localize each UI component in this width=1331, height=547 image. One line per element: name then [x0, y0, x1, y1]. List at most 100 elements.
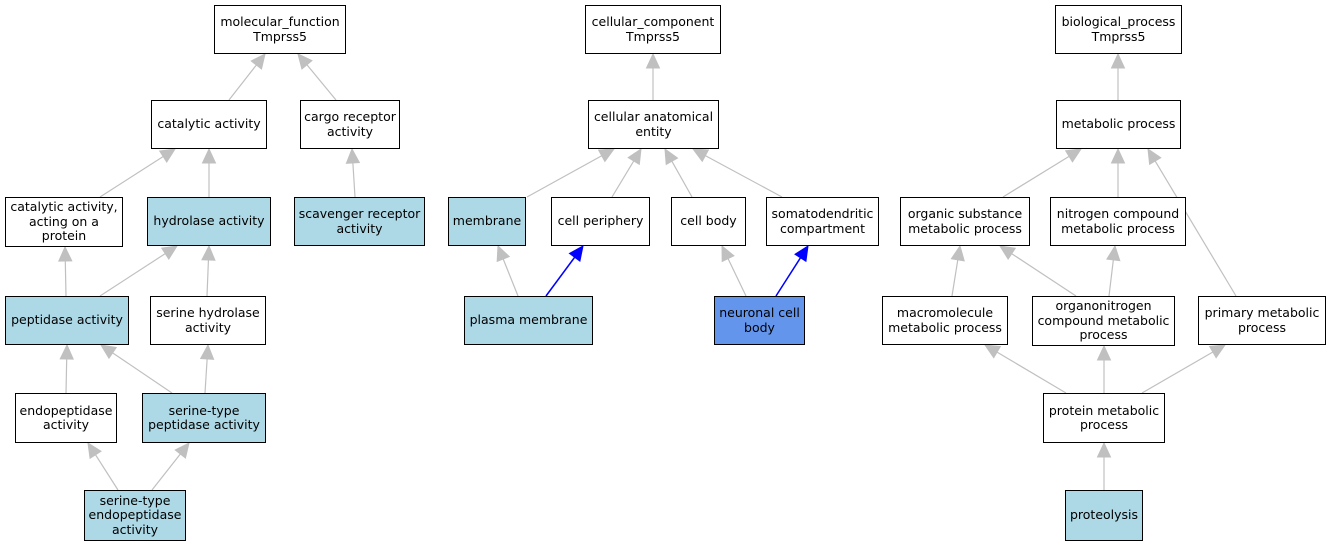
node-label: scavenger receptor activity: [298, 206, 421, 236]
edge-line: [65, 358, 68, 394]
node-label: organonitrogen compound metabolic proces…: [1037, 298, 1170, 343]
edge-arrowhead: [1147, 147, 1162, 166]
node-neuronal-cell-body[interactable]: neuronal cell body: [714, 296, 805, 345]
edge-arrowhead: [999, 245, 1017, 261]
node-label: biological_process Tmprss5: [1061, 14, 1176, 44]
edges-layer: [58, 52, 1237, 491]
node-organonitrogen-compound-metabolic-process[interactable]: organonitrogen compound metabolic proces…: [1032, 296, 1175, 346]
node-label: neuronal cell body: [719, 305, 800, 335]
node-label: cargo receptor activity: [304, 109, 396, 139]
edge: [1110, 147, 1126, 197]
node-hydrolase-activity[interactable]: hydrolase activity: [147, 197, 271, 246]
node-label: endopeptidase activity: [19, 402, 113, 432]
node-metabolic-process[interactable]: metabolic process: [1056, 100, 1181, 149]
edge-line: [95, 454, 119, 491]
node-molecular-function[interactable]: molecular_function Tmprss5: [214, 5, 346, 54]
edge-line: [1002, 155, 1070, 198]
node-cellular-anatomical-entity[interactable]: cellular anatomical entity: [588, 100, 719, 149]
edge: [664, 147, 693, 198]
edge-line: [545, 256, 576, 297]
node-label: metabolic process: [1061, 116, 1176, 132]
node-primary-metabolic-process[interactable]: primary metabolic process: [1198, 296, 1326, 345]
node-cell-body[interactable]: cell body: [671, 197, 746, 246]
node-peptidase-activity[interactable]: peptidase activity: [5, 296, 129, 345]
edge-line: [775, 257, 802, 297]
edge: [496, 244, 519, 297]
edge: [199, 343, 215, 394]
edge: [1096, 344, 1112, 393]
edge-line: [1154, 160, 1237, 297]
edge-arrowhead: [645, 52, 661, 69]
edge-highlighted: [775, 244, 809, 297]
edge-arrowhead: [250, 53, 266, 70]
edge: [950, 244, 965, 297]
node-cargo-receptor-activity[interactable]: cargo receptor activity: [300, 100, 400, 149]
node-label: hydrolase activity: [153, 213, 265, 229]
node-label: membrane: [452, 213, 522, 229]
node-proteolysis[interactable]: proteolysis: [1065, 490, 1143, 541]
node-label: cellular_component Tmprss5: [591, 14, 715, 44]
node-label: catalytic activity: [157, 116, 261, 132]
edge: [201, 147, 217, 197]
node-serine-hydrolase-activity[interactable]: serine hydrolase activity: [150, 296, 266, 345]
edge-line: [1011, 253, 1077, 297]
edge-arrowhead: [568, 245, 584, 262]
edge: [100, 344, 173, 394]
node-protein-metabolic-process[interactable]: protein metabolic process: [1043, 393, 1165, 443]
edge-line: [151, 453, 181, 491]
node-cell-periphery[interactable]: cell periphery: [551, 197, 650, 246]
edge-line: [705, 155, 783, 198]
edge-line: [99, 156, 164, 198]
edge: [999, 245, 1077, 297]
edge: [611, 147, 642, 198]
edge-arrowhead: [297, 53, 313, 70]
edge-arrowhead: [1110, 147, 1126, 164]
edge-arrowhead: [201, 147, 217, 164]
node-serine-type-peptidase-activity[interactable]: serine-type peptidase activity: [142, 393, 266, 443]
edge-arrowhead: [1064, 148, 1083, 163]
node-macromolecule-metabolic-process[interactable]: macromolecule metabolic process: [882, 296, 1008, 345]
edge-line: [206, 259, 210, 297]
node-label: serine-type endopeptidase activity: [88, 492, 182, 537]
node-endopeptidase-activity[interactable]: endopeptidase activity: [15, 393, 117, 443]
edge: [1002, 148, 1083, 198]
edge-arrowhead: [950, 244, 965, 262]
node-label: proteolysis: [1069, 507, 1139, 523]
node-serine-type-endopeptidase-activity[interactable]: serine-type endopeptidase activity: [84, 490, 186, 541]
edge-line: [112, 352, 173, 394]
node-scavenger-receptor-activity[interactable]: scavenger receptor activity: [294, 197, 425, 246]
node-membrane[interactable]: membrane: [448, 197, 526, 246]
edge-highlighted: [545, 245, 584, 297]
node-catalytic-activity-on-protein[interactable]: catalytic activity, acting on a protein: [5, 197, 123, 247]
edge: [983, 344, 1067, 394]
node-organic-substance-metabolic-process[interactable]: organic substance metabolic process: [900, 197, 1030, 246]
edge: [691, 148, 783, 198]
node-plasma-membrane[interactable]: plasma membrane: [464, 296, 593, 345]
node-label: organic substance metabolic process: [907, 206, 1023, 236]
edge-arrowhead: [1096, 441, 1112, 458]
edge-arrowhead: [1208, 344, 1227, 359]
node-nitrogen-compound-metabolic-process[interactable]: nitrogen compound metabolic process: [1050, 197, 1186, 246]
node-label: primary metabolic process: [1204, 305, 1320, 335]
node-label: cellular anatomical entity: [593, 109, 714, 139]
edge-line: [951, 259, 959, 297]
edge-line: [228, 64, 257, 101]
edge-arrowhead: [1106, 244, 1121, 262]
edge-arrowhead: [1110, 52, 1126, 69]
edge: [99, 148, 177, 198]
node-label: peptidase activity: [11, 312, 123, 328]
edge: [59, 343, 74, 394]
node-catalytic-activity[interactable]: catalytic activity: [151, 100, 267, 149]
edge-arrowhead: [627, 147, 642, 166]
node-cellular-component[interactable]: cellular_component Tmprss5: [585, 5, 721, 54]
edge-arrowhead: [983, 344, 1002, 359]
edge-line: [306, 64, 337, 101]
node-somatodendritic-compartment[interactable]: somatodendritic compartment: [766, 197, 879, 246]
node-label: cell body: [680, 213, 737, 229]
edge: [1147, 147, 1237, 297]
node-label: cell periphery: [557, 213, 644, 229]
edge-line: [671, 160, 693, 198]
node-label: somatodendritic compartment: [771, 206, 874, 236]
node-biological-process[interactable]: biological_process Tmprss5: [1055, 5, 1182, 54]
edge: [1141, 344, 1227, 394]
